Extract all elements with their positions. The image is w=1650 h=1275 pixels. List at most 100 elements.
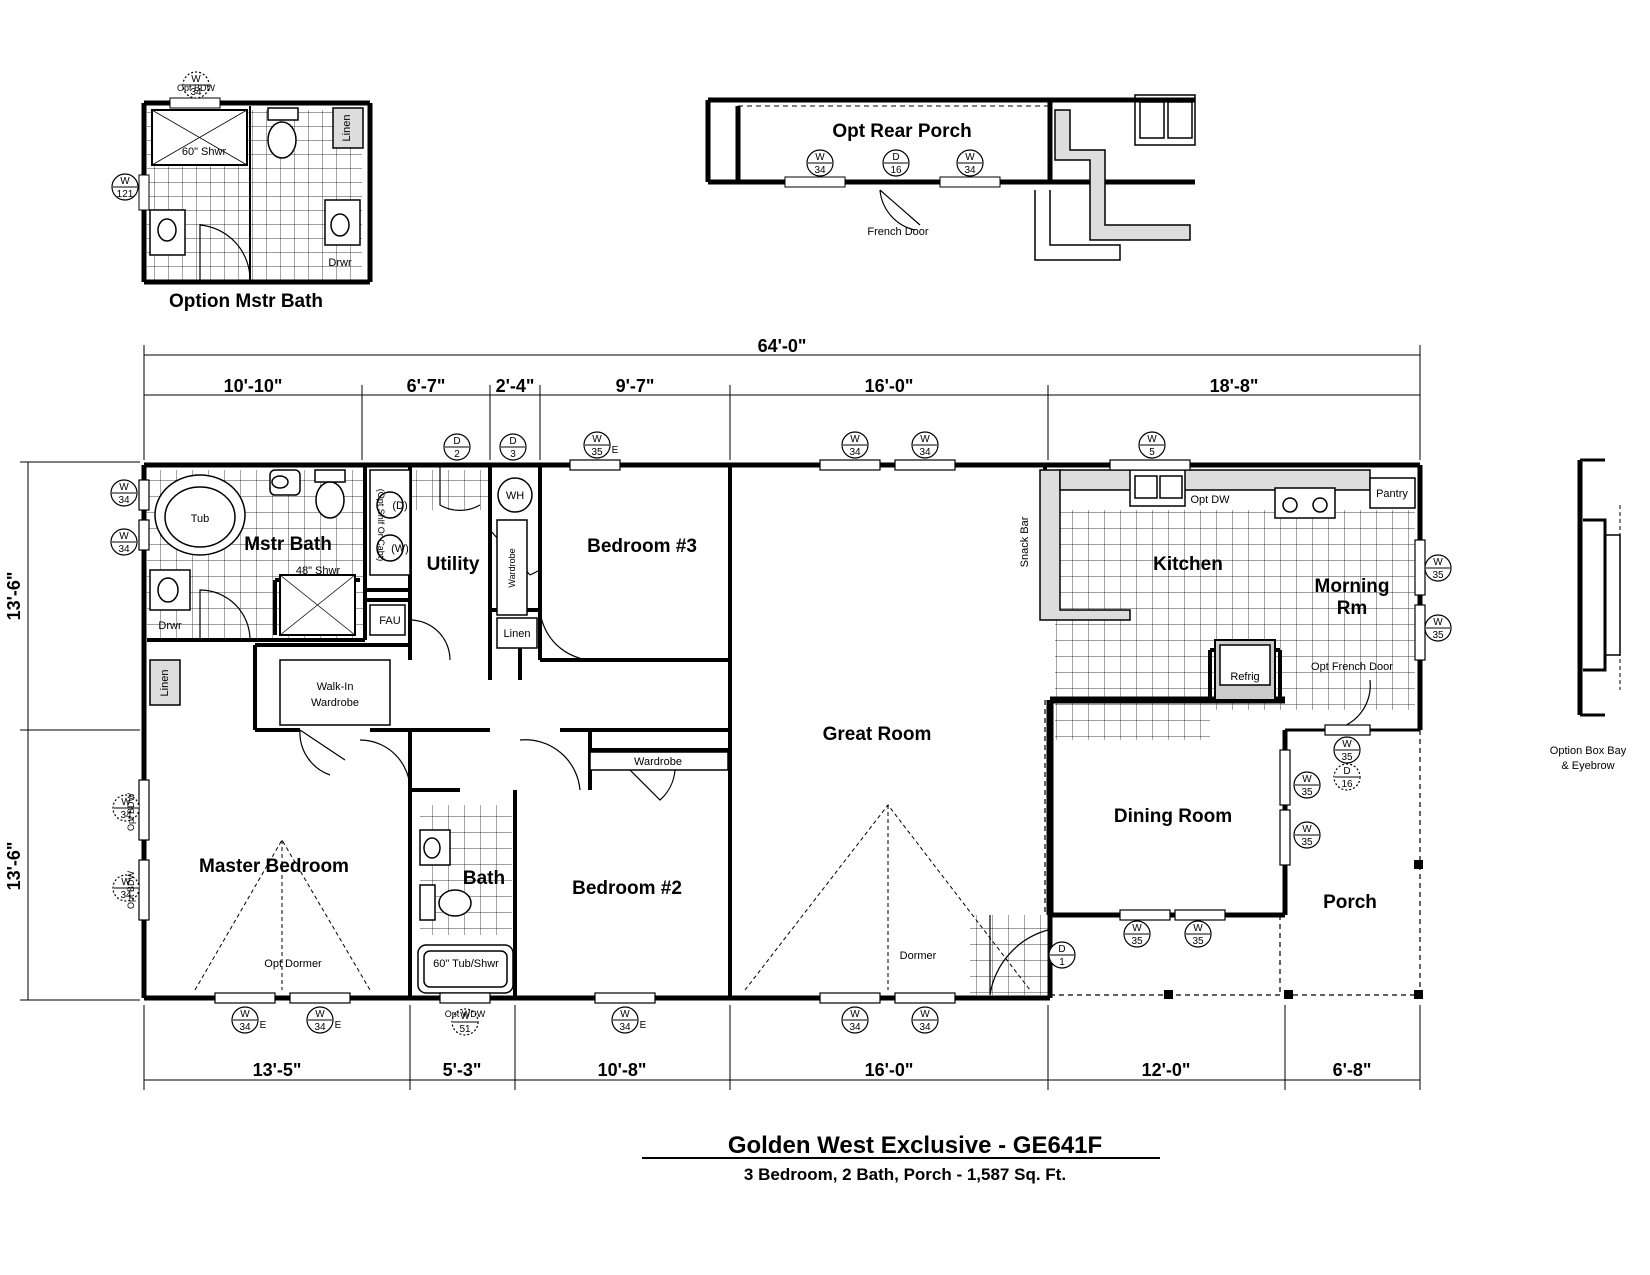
window-tag: W34	[806, 149, 834, 177]
room-porch: Porch	[1323, 892, 1377, 913]
window-tag-letter: W	[460, 1011, 470, 1022]
window-tag: W 34	[112, 874, 140, 902]
room-master-bedroom: Master Bedroom	[199, 856, 349, 877]
label-opt-dw: Opt DW	[1190, 494, 1230, 506]
window-tag: W34	[112, 794, 140, 822]
window-tag-letter: W	[1433, 557, 1443, 568]
label-walkin-2: Wardrobe	[311, 697, 359, 709]
dim-top-3: 2'-4"	[496, 376, 535, 396]
inset-option-mstr-bath	[138, 97, 373, 285]
window-tag-number: 35	[1432, 570, 1444, 581]
windows	[138, 459, 1426, 1004]
window-tag-letter: W	[1147, 434, 1157, 445]
window-tag-number: 34	[919, 447, 931, 458]
window-tag-number: 34	[619, 1022, 631, 1033]
room-kitchen: Kitchen	[1153, 554, 1223, 575]
plan-subtitle: 3 Bedroom, 2 Bath, Porch - 1,587 Sq. Ft.	[744, 1165, 1066, 1184]
window-tag-letter: W	[121, 877, 131, 888]
window-tag-number: 3	[510, 449, 516, 460]
inset-labels: Option Mstr Bath 60" Shwr Linen Drwr Opt…	[169, 83, 1627, 772]
window-tag-number: 34	[849, 1022, 861, 1033]
window-tag-letter: W	[620, 1009, 630, 1020]
window-tag-letter: W	[850, 1009, 860, 1020]
window-tag-number: 1	[1059, 957, 1065, 968]
label-wardrobe-vertical: Wardrobe	[507, 548, 517, 587]
window-tag-number: 35	[1432, 630, 1444, 641]
label-drwr: Drwr	[158, 620, 182, 632]
window-tag-letter: W	[920, 434, 930, 445]
window-tag-letter: W	[191, 74, 201, 85]
window-tag: W35	[1293, 771, 1321, 799]
window-tag-letter: W	[850, 434, 860, 445]
window-tag-e: E	[335, 1020, 342, 1031]
window-tag-number: 35	[1192, 936, 1204, 947]
room-labels: Mstr Bath Utility Bedroom #3 Kitchen Mor…	[199, 534, 1389, 913]
dim-bottom-4: 16'-0"	[865, 1060, 914, 1080]
window-tag: W 34	[841, 1006, 869, 1034]
window-tag: W 34	[110, 479, 138, 507]
inset-rear-porch	[705, 97, 1195, 261]
window-tag-letter: W	[1132, 923, 1142, 934]
room-mstr-bath: Mstr Bath	[244, 534, 332, 555]
window-tag-letter: W	[119, 531, 129, 542]
window-tag-number: 34	[964, 165, 976, 176]
title-block: Golden West Exclusive - GE641F 3 Bedroom…	[642, 1132, 1160, 1184]
room-morning-1: Morning	[1315, 576, 1390, 597]
window-tag: W 35	[1184, 920, 1212, 948]
window-tag-number: 35	[1131, 936, 1143, 947]
window-tag: W 35	[1123, 920, 1151, 948]
window-tag-letter: W	[592, 434, 602, 445]
label-wh: WH	[506, 490, 524, 502]
room-bedroom-2: Bedroom #2	[572, 878, 682, 899]
window-tag: W 34	[956, 149, 984, 177]
window-tag: W35	[1293, 821, 1321, 849]
window-tag-letter: D	[892, 152, 899, 163]
window-tag-number: 5	[1149, 447, 1155, 458]
window-tag-e: E	[612, 445, 619, 456]
inset-box-bay-line1: Option Box Bay	[1550, 745, 1627, 757]
window-tag-letter: W	[965, 152, 975, 163]
label-linen-hall: Linen	[504, 628, 531, 640]
window-tag-letter: W	[1342, 739, 1352, 750]
window-tag-letter: W	[1433, 617, 1443, 628]
window-tag: D 16	[882, 149, 910, 177]
label-wardrobe-bed2: Wardrobe	[634, 756, 682, 768]
inset-mstr-bath-drwr: Drwr	[328, 257, 352, 269]
window-tag-number: 34	[118, 495, 130, 506]
inset-rear-porch-french-door: French Door	[867, 226, 928, 238]
window-tag-number: 34	[190, 87, 202, 98]
window-tag-letter: D	[509, 436, 516, 447]
dim-top-5: 16'-0"	[865, 376, 914, 396]
window-tag-number: 2	[454, 449, 460, 460]
window-tag-number: 16	[890, 165, 902, 176]
window-tag-number: 34	[120, 890, 132, 901]
window-tag-letter: D	[1343, 766, 1350, 777]
window-tag-number: 34	[849, 447, 861, 458]
label-washer: (W)	[391, 543, 409, 555]
label-walkin-1: Walk-In	[317, 681, 354, 693]
window-tag-letter: W	[1193, 923, 1203, 934]
fixtures	[149, 94, 1416, 994]
window-tag: W34	[911, 1006, 939, 1034]
window-tag-number: 51	[459, 1024, 471, 1035]
window-tag-e: E	[640, 1020, 647, 1031]
door-swings	[199, 189, 1371, 996]
label-dormer: Dormer	[900, 950, 937, 962]
dimension-lines	[20, 345, 1421, 1090]
label-tub: Tub	[191, 513, 210, 525]
label-opt-french-door: Opt French Door	[1311, 661, 1393, 673]
window-tag: W 34	[841, 431, 869, 459]
inset-rear-porch-title: Opt Rear Porch	[832, 121, 971, 142]
dim-left-1: 13'-6"	[4, 572, 24, 621]
dim-top-1: 10'-10"	[224, 376, 283, 396]
plan-title: Golden West Exclusive - GE641F	[728, 1132, 1102, 1159]
window-tag-letter: W	[120, 176, 130, 187]
dim-bottom-2: 5'-3"	[443, 1060, 482, 1080]
window-tag-number: 34	[118, 544, 130, 555]
window-tag-letter: W	[1302, 774, 1312, 785]
window-tag-letter: W	[119, 482, 129, 493]
